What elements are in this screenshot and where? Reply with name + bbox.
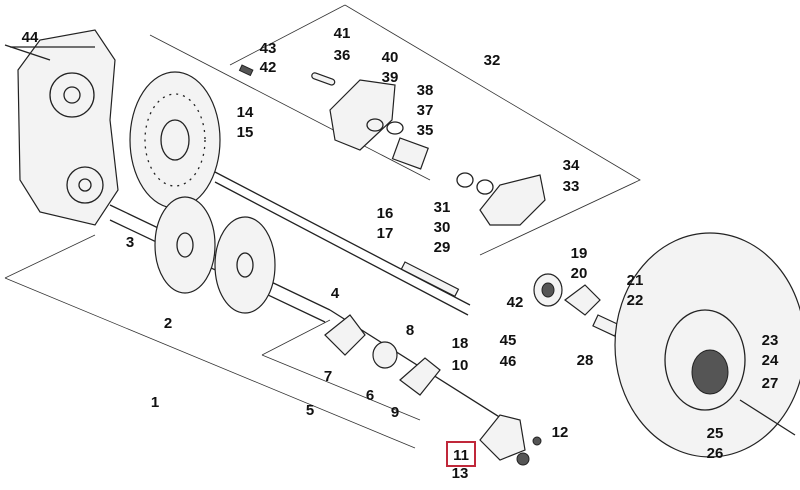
part-label-15[interactable]: 15 <box>237 124 254 141</box>
drive-sprockets <box>154 196 276 314</box>
part-label-28[interactable]: 28 <box>577 352 594 369</box>
part-label-3[interactable]: 3 <box>126 234 134 251</box>
chaincase-housing <box>10 29 119 226</box>
part-label-42[interactable]: 42 <box>260 59 277 76</box>
part-label-35[interactable]: 35 <box>417 122 434 139</box>
part-label-6[interactable]: 6 <box>366 387 374 404</box>
part-label-19[interactable]: 19 <box>571 245 588 262</box>
part-label-7[interactable]: 7 <box>324 368 332 385</box>
part-label-25[interactable]: 25 <box>707 425 724 442</box>
part-label-5[interactable]: 5 <box>306 402 314 419</box>
brake-caliper <box>238 64 546 226</box>
part-label-10[interactable]: 10 <box>452 357 469 374</box>
part-label-34[interactable]: 34 <box>563 157 580 174</box>
highlighted-part-box <box>446 441 476 467</box>
shafts <box>109 171 521 431</box>
part-labels: 4443413642403932383735141534331617313029… <box>22 25 779 482</box>
part-label-21[interactable]: 21 <box>627 272 644 289</box>
part-label-30[interactable]: 30 <box>434 219 451 236</box>
part-label-23[interactable]: 23 <box>762 332 779 349</box>
part-label-43[interactable]: 43 <box>260 40 277 57</box>
part-label-32[interactable]: 32 <box>484 52 501 69</box>
part-label-18[interactable]: 18 <box>452 335 469 352</box>
part-label-14[interactable]: 14 <box>237 104 254 121</box>
part-label-38[interactable]: 38 <box>417 82 434 99</box>
part-label-33[interactable]: 33 <box>563 178 580 195</box>
part-label-26[interactable]: 26 <box>707 445 724 462</box>
part-label-4[interactable]: 4 <box>331 285 340 302</box>
driven-pulley <box>614 232 800 458</box>
part-label-13[interactable]: 13 <box>452 465 469 482</box>
part-label-11[interactable]: 11 <box>453 447 469 464</box>
part-label-9[interactable]: 9 <box>391 404 399 421</box>
part-label-27[interactable]: 27 <box>762 375 779 392</box>
part-label-1[interactable]: 1 <box>151 394 159 411</box>
part-label-40[interactable]: 40 <box>382 49 399 66</box>
part-label-24[interactable]: 24 <box>762 352 779 369</box>
part-label-45[interactable]: 45 <box>500 332 517 349</box>
part-label-29[interactable]: 29 <box>434 239 451 256</box>
part-label-16[interactable]: 16 <box>377 205 394 222</box>
part-label-8[interactable]: 8 <box>406 322 414 339</box>
part-label-31[interactable]: 31 <box>434 199 451 216</box>
part-label-17[interactable]: 17 <box>377 225 394 242</box>
brake-disc <box>129 71 221 209</box>
part-label-42[interactable]: 42 <box>507 294 524 311</box>
group-frame-lines <box>4 4 641 449</box>
part-label-46[interactable]: 46 <box>500 353 517 370</box>
part-label-37[interactable]: 37 <box>417 102 434 119</box>
bolt-44 <box>4 44 51 61</box>
part-label-2[interactable]: 2 <box>164 315 172 332</box>
part-label-22[interactable]: 22 <box>627 292 644 309</box>
part-label-12[interactable]: 12 <box>552 424 569 441</box>
part-label-44[interactable]: 44 <box>22 29 39 46</box>
part-label-41[interactable]: 41 <box>334 25 351 42</box>
bearing-flanges <box>324 273 621 466</box>
part-label-20[interactable]: 20 <box>571 265 588 282</box>
part-label-36[interactable]: 36 <box>334 47 351 64</box>
part-label-39[interactable]: 39 <box>382 69 399 86</box>
